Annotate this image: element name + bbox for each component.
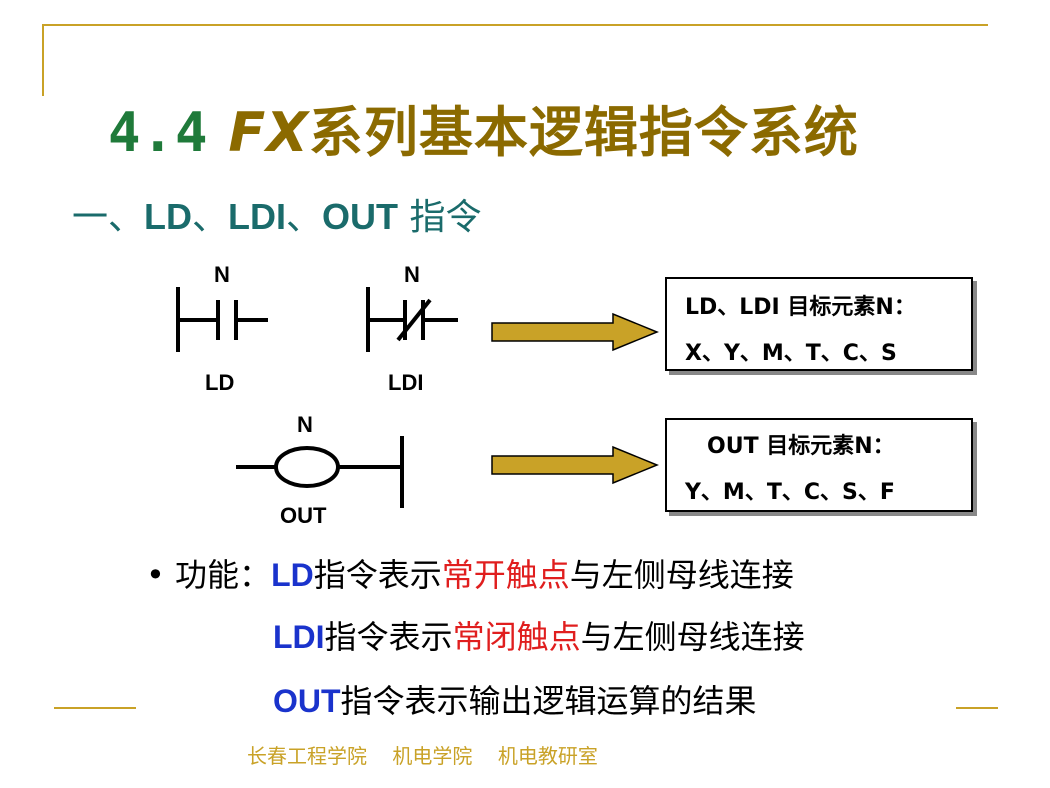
title-number: 4.4 <box>108 101 209 164</box>
ldi-desc-post: 与左侧母线连接 <box>580 618 805 656</box>
ld-desc-post: 与左侧母线连接 <box>569 556 794 594</box>
kw-out: OUT <box>273 683 341 719</box>
heading-ldi: LDI <box>228 196 287 237</box>
title-fx: FX <box>228 101 309 164</box>
out-box-line2: Y、M、T、C、S、F <box>685 480 895 505</box>
out-bottom-label: OUT <box>280 503 327 528</box>
out-target-box: OUT 目标元素N： Y、M、T、C、S、F <box>665 418 973 512</box>
out-desc: 指令表示输出逻辑运算的结果 <box>340 682 757 720</box>
heading-suffix: 指令 <box>398 197 482 238</box>
bullet: • <box>146 556 165 594</box>
out-top-label: N <box>297 412 313 437</box>
bottom-right-line <box>956 707 998 709</box>
ld-desc-highlight: 常开触点 <box>441 556 570 594</box>
ld-ldi-target-box: LD、LDI 目标元素N： X、Y、M、T、C、S <box>665 277 973 371</box>
arrow-ld <box>491 312 659 352</box>
arrow-out <box>491 445 659 485</box>
function-line-ld: • 功能：LD指令表示常开触点与左侧母线连接 <box>146 550 794 596</box>
ld-desc-pre: 指令表示 <box>313 556 442 594</box>
ld-ldi-box-line1: LD、LDI 目标元素N： <box>685 295 916 320</box>
function-prefix: 功能： <box>175 556 272 594</box>
heading-prefix: 一、 <box>72 197 145 238</box>
heading-sep1: 、 <box>192 197 229 238</box>
title-text: 系列基本逻辑指令系统 <box>308 101 859 164</box>
footer-institution: 长春工程学院 机电学院 机电教研室 <box>247 744 598 768</box>
kw-ld: LD <box>271 557 314 593</box>
bottom-left-line <box>54 707 136 709</box>
page-title: 4.4 FX系列基本逻辑指令系统 <box>108 88 859 167</box>
ldi-desc-highlight: 常闭触点 <box>452 618 581 656</box>
ldi-desc-pre: 指令表示 <box>324 618 453 656</box>
kw-ldi: LDI <box>273 619 325 655</box>
top-frame-line <box>42 24 988 26</box>
heading-out: OUT <box>322 196 399 237</box>
left-frame-line <box>42 24 44 96</box>
function-line-out: OUT指令表示输出逻辑运算的结果 <box>273 676 757 722</box>
ld-contact-symbol <box>176 287 268 352</box>
ld-bottom-label: LD <box>205 370 235 395</box>
heading-sep2: 、 <box>286 197 323 238</box>
function-line-ldi: LDI指令表示常闭触点与左侧母线连接 <box>273 612 805 658</box>
ldi-top-label: N <box>404 262 420 287</box>
ld-ldi-box-line2: X、Y、M、T、C、S <box>685 341 897 366</box>
out-coil-symbol <box>236 436 404 508</box>
ldi-contact-symbol <box>366 287 458 352</box>
out-box-line1: OUT 目标元素N： <box>707 434 895 459</box>
ld-top-label: N <box>214 262 230 287</box>
section-heading: 一、LD、LDI、OUT 指令 <box>72 188 482 240</box>
heading-ld: LD <box>144 196 193 237</box>
ldi-bottom-label: LDI <box>388 370 424 395</box>
